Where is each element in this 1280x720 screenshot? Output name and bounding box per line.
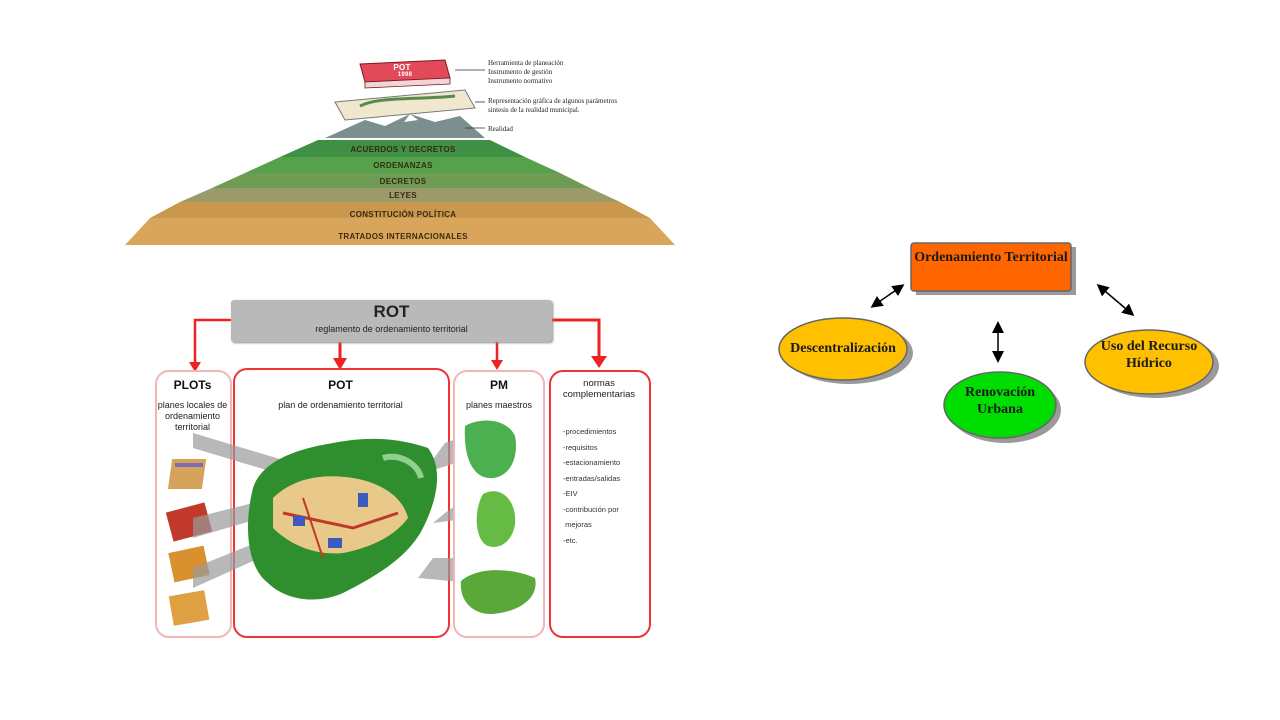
layer-label: CONSTITUCIÓN POLÍTICA bbox=[349, 210, 457, 219]
flow-diagram bbox=[778, 242, 1219, 443]
right-node-label: Uso del Recurso Hídrico bbox=[1100, 339, 1198, 371]
normas-list: -procedimientos -requisitos -estacionami… bbox=[563, 424, 647, 548]
layer-label: ACUERDOS Y DECRETOS bbox=[350, 145, 456, 154]
pot-subtitle: plan de ordenamiento territorial bbox=[278, 400, 403, 410]
layer-label: ORDENANZAS bbox=[373, 161, 433, 170]
normas-item: -EIV bbox=[563, 489, 578, 498]
reality-note: Realidad bbox=[488, 125, 513, 133]
book-note-line: Herramienta de planeación bbox=[488, 59, 564, 67]
normas-item: -contribución por bbox=[563, 504, 619, 514]
pm-subtitle: planes maestros bbox=[465, 400, 533, 410]
arrow-center-left bbox=[870, 284, 905, 308]
normas-item: -requisitos bbox=[563, 442, 598, 452]
layer-label: DECRETOS bbox=[379, 177, 427, 186]
rot-subtitle: reglamento de ordenamiento territorial bbox=[315, 324, 468, 334]
bottom-node bbox=[943, 371, 1057, 439]
layer-label: LEYES bbox=[389, 191, 417, 200]
left-node-label: Descentralización bbox=[790, 341, 896, 356]
right-node bbox=[1084, 329, 1214, 395]
rot-connectors bbox=[189, 318, 607, 372]
bottom-node-label: Renovación Urbana bbox=[965, 385, 1035, 417]
rot-diagram: ROT reglamento de ordenamiento territori… bbox=[153, 298, 653, 638]
legal-pyramid-illustration: POT 1998 Herramienta de planeación Instr… bbox=[120, 50, 680, 250]
pot-title: POT bbox=[328, 378, 353, 392]
pot-book-label: POT bbox=[393, 63, 411, 72]
master-plans-maps bbox=[460, 420, 536, 615]
pot-book-year: 1998 bbox=[397, 72, 413, 78]
normas-item: -estacionamiento bbox=[563, 458, 621, 467]
normas-column bbox=[549, 370, 651, 638]
normas-title: normas complementarias bbox=[562, 378, 636, 400]
center-node-label: Ordenamiento Territorial bbox=[914, 250, 1068, 265]
arrow-center-right bbox=[1096, 284, 1135, 316]
rot-header: ROT reglamento de ordenamiento territori… bbox=[231, 300, 552, 342]
pm-title: PM bbox=[490, 378, 508, 392]
map-note-line: Representación gráfica de algunos paráme… bbox=[488, 97, 618, 105]
left-node bbox=[778, 317, 908, 381]
center-node bbox=[910, 242, 1072, 292]
map-note: Representación gráfica de algunos paráme… bbox=[488, 97, 658, 115]
book-note-line: Instrumento normativo bbox=[488, 77, 553, 85]
normas-item: mejoras bbox=[563, 520, 592, 529]
plots-subtitle: planes locales de ordenamiento territori… bbox=[157, 400, 228, 432]
normas-item: -etc. bbox=[563, 535, 578, 545]
rot-title: ROT bbox=[373, 302, 410, 321]
map-note-line: sintesis de la realidad municipal. bbox=[488, 106, 580, 114]
pyramid-drawing bbox=[125, 59, 675, 245]
book-note: Herramienta de planeación Instrumento de… bbox=[488, 59, 658, 86]
plots-title: PLOTs bbox=[173, 378, 212, 392]
book-note-line: Instrumento de gestión bbox=[488, 68, 553, 76]
normas-item: -procedimientos bbox=[563, 427, 617, 436]
pot-map bbox=[193, 433, 473, 600]
normas-item: -entradas/salidas bbox=[563, 473, 621, 483]
layer-label: TRATADOS INTERNACIONALES bbox=[338, 232, 468, 241]
